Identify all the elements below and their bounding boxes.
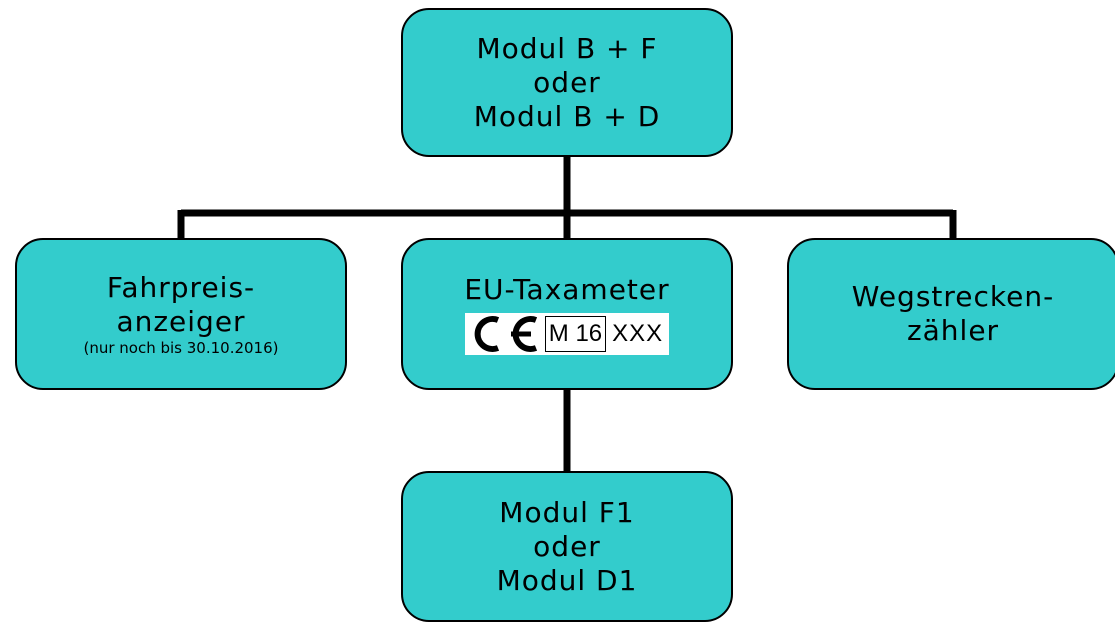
- node-modul-b-f-d: Modul B + F oder Modul B + D: [401, 8, 733, 157]
- node-left-line-1: Fahrpreis-: [106, 271, 256, 304]
- node-eu-taxameter: EU-Taxameter M 16 XXX: [401, 238, 733, 390]
- node-bottom-line-2: oder: [533, 529, 601, 563]
- node-right-line-2: zähler: [906, 314, 1000, 347]
- node-top-line-3: Modul B + D: [473, 99, 661, 133]
- ce-mark-icon: [474, 316, 537, 352]
- node-left-line-2: anzeiger: [116, 305, 246, 338]
- ce-marking: M 16 XXX: [464, 313, 670, 355]
- node-top-line-2: oder: [533, 65, 601, 99]
- node-center-title: EU-Taxameter: [464, 273, 670, 306]
- node-bottom-line-3: Modul D1: [496, 563, 638, 597]
- node-top-line-1: Modul B + F: [476, 31, 658, 65]
- node-modul-f1-d1: Modul F1 oder Modul D1: [401, 471, 733, 622]
- metrology-marking-box: M 16: [544, 316, 607, 352]
- node-bottom-line-1: Modul F1: [499, 495, 635, 529]
- node-fahrpreisanzeiger: Fahrpreis- anzeiger (nur noch bis 30.10.…: [15, 238, 347, 390]
- node-left-note: (nur noch bis 30.10.2016): [83, 339, 279, 357]
- node-right-line-1: Wegstrecken-: [851, 280, 1055, 313]
- notified-body-number: XXX: [612, 320, 664, 347]
- node-wegstreckenzaehler: Wegstrecken- zähler: [787, 238, 1115, 390]
